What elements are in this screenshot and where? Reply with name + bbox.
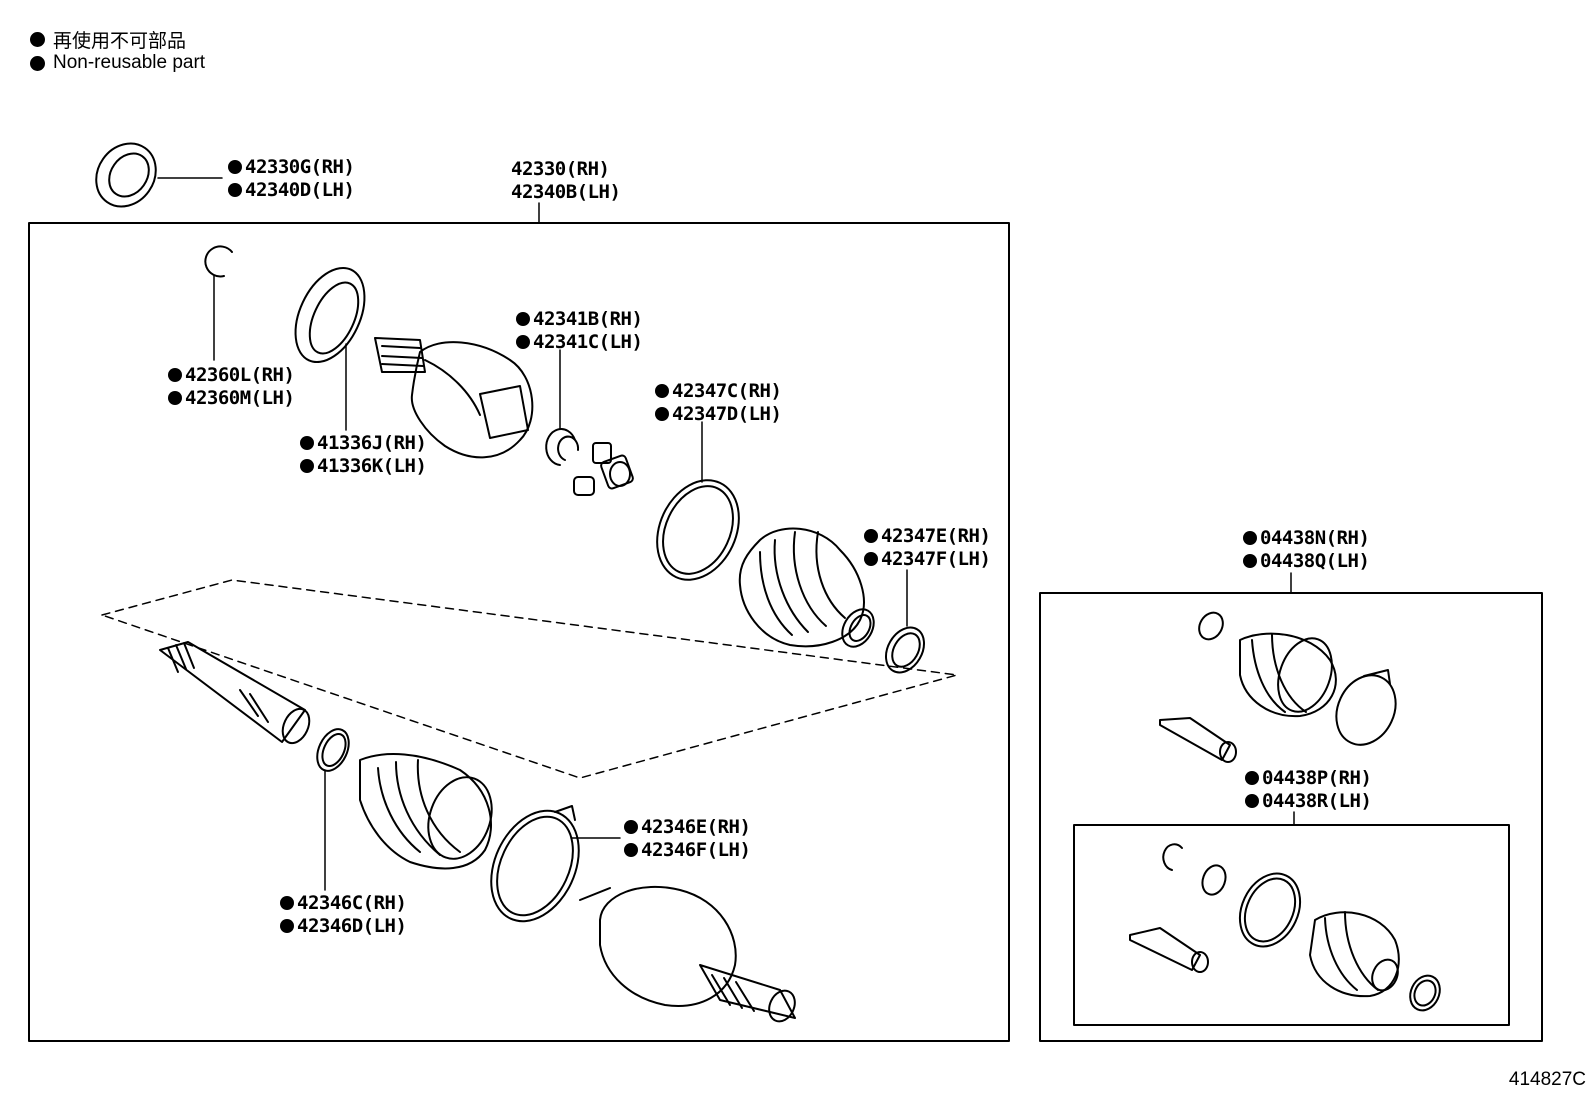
part-callout-42330[interactable]: 42330(RH) 42340B(LH) xyxy=(511,158,621,203)
boot-kit-clamp-icon xyxy=(1198,611,1224,641)
large-boot-clamp-icon xyxy=(656,479,740,581)
part-callout-04438N[interactable]: 04438N(RH) 04438Q(LH) xyxy=(1243,527,1370,573)
leader-lines xyxy=(157,177,1295,891)
shaft-snap-ring-icon xyxy=(545,428,580,466)
boot-kit-boot-icon xyxy=(1239,632,1337,718)
non-reusable-icon xyxy=(228,183,242,197)
part-callout-42330G[interactable]: 42330G(RH) 42340D(LH) xyxy=(228,156,355,202)
part-callout-42347E[interactable]: 42347E(RH) 42347F(LH) xyxy=(864,525,991,571)
outboard-small-clamp-icon xyxy=(316,728,350,772)
kit-shaft-ring-icon xyxy=(1201,864,1227,896)
non-reusable-icon xyxy=(300,459,314,473)
oil-seal-icon xyxy=(95,142,157,208)
non-reusable-icon xyxy=(624,820,638,834)
non-reusable-icon xyxy=(168,391,182,405)
drive-shaft-icon xyxy=(159,641,311,745)
non-reusable-icon xyxy=(516,312,530,326)
outboard-large-clamp-icon xyxy=(490,805,580,923)
non-reusable-icon xyxy=(1245,771,1259,785)
legend-text-ja: 再使用不可部品 xyxy=(53,31,187,52)
kit-boot-icon xyxy=(1309,911,1400,998)
bullet-icon xyxy=(30,55,45,71)
non-reusable-icon xyxy=(1243,531,1257,545)
non-reusable-icon xyxy=(864,552,878,566)
part-callout-04438P[interactable]: 04438P(RH) 04438R(LH) xyxy=(1245,767,1372,813)
inboard-boot-icon xyxy=(738,527,875,648)
main-assembly-frame xyxy=(28,222,1010,1042)
part-callout-42341B[interactable]: 42341B(RH) 42341C(LH) xyxy=(516,308,643,354)
bullet-icon xyxy=(30,32,45,47)
non-reusable-icon xyxy=(228,160,242,174)
outboard-boot-icon xyxy=(359,753,493,870)
part-callout-42346E[interactable]: 42346E(RH) 42346F(LH) xyxy=(624,816,751,862)
boot-kit-frame xyxy=(1039,592,1543,1042)
non-reusable-icon xyxy=(168,368,182,382)
non-reusable-icon xyxy=(1245,794,1259,808)
small-boot-clamp-icon xyxy=(885,626,925,674)
non-reusable-icon xyxy=(300,436,314,450)
boot-kit-large-clamp-icon xyxy=(1335,669,1397,746)
kit-small-clamp-icon xyxy=(1409,974,1441,1012)
boot-kit-inner-frame xyxy=(1073,824,1510,1026)
non-reusable-icon xyxy=(864,529,878,543)
kit-grease-tube-icon xyxy=(1129,927,1209,973)
non-reusable-icon xyxy=(655,407,669,421)
figure-id: 414827C xyxy=(1508,1069,1586,1090)
kit-clamp-icon xyxy=(1238,872,1302,948)
outboard-joint-icon xyxy=(579,885,796,1023)
non-reusable-icon xyxy=(655,384,669,398)
legend-text-en: Non-reusable part xyxy=(53,52,206,73)
legend-row-ja: 再使用不可部品 xyxy=(30,26,186,53)
non-reusable-icon xyxy=(280,919,294,933)
part-callout-42360L[interactable]: 42360L(RH) 42360M(LH) xyxy=(168,364,295,410)
tripod-joint-icon xyxy=(573,442,634,496)
non-reusable-icon xyxy=(1243,554,1257,568)
inboard-joint-housing-icon xyxy=(374,337,534,459)
part-callout-42346C[interactable]: 42346C(RH) 42346D(LH) xyxy=(280,892,407,938)
part-callout-42347C[interactable]: 42347C(RH) 42347D(LH) xyxy=(655,380,782,426)
part-callout-41336J[interactable]: 41336J(RH) 41336K(LH) xyxy=(300,432,427,478)
non-reusable-icon xyxy=(280,896,294,910)
snap-ring-icon xyxy=(204,245,233,278)
grease-tube-icon xyxy=(1159,717,1237,763)
dust-deflector-icon xyxy=(294,266,366,364)
kit-snap-ring-icon xyxy=(1162,843,1183,871)
legend-row-en: Non-reusable part xyxy=(30,52,205,74)
non-reusable-icon xyxy=(624,843,638,857)
non-reusable-icon xyxy=(516,335,530,349)
shaft-group-dashed-outline xyxy=(101,579,958,779)
